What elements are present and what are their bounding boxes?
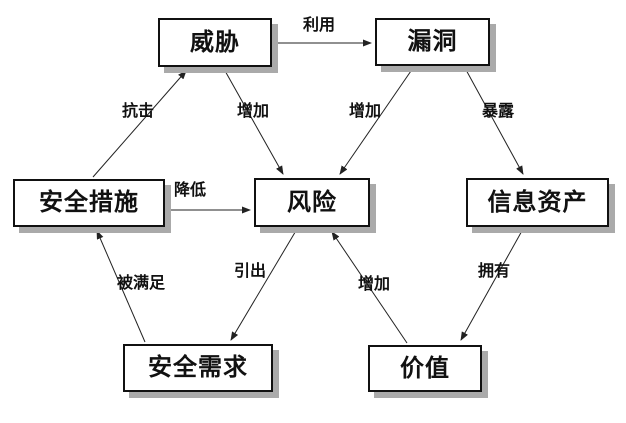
node-security-requirement-label: 安全需求: [148, 354, 248, 381]
node-vulnerability-label: 漏洞: [407, 28, 458, 55]
edge-label-reduce: 降低: [173, 182, 207, 199]
node-risk[interactable]: 风险: [254, 178, 370, 227]
edge-label-exploit: 利用: [302, 17, 336, 34]
node-safeguard-label: 安全措施: [39, 189, 139, 216]
node-value[interactable]: 价值: [368, 345, 482, 392]
edge-asset-has-value: [460, 228, 524, 341]
node-information-asset-label: 信息资产: [487, 188, 588, 216]
node-risk-label: 风险: [287, 188, 337, 216]
edge-safeguard-resists-threat: [92, 70, 187, 178]
edge-label-increase-threat: 增加: [236, 103, 270, 120]
edge-label-increase-vulnerability: 增加: [348, 103, 382, 120]
node-security-requirement[interactable]: 安全需求: [123, 344, 273, 392]
node-information-asset[interactable]: 信息资产: [466, 178, 609, 227]
edge-risk-leads-to-requirement: [230, 228, 298, 341]
edge-label-satisfied-by: 被满足: [116, 275, 166, 292]
node-vulnerability[interactable]: 漏洞: [375, 18, 490, 66]
node-threat-label: 威胁: [190, 28, 240, 56]
edge-vulnerability-increases-risk: [339, 67, 414, 175]
edge-label-lead-to: 引出: [233, 263, 267, 280]
edge-requirement-satisfied-by-safeguard: [96, 230, 146, 343]
edge-vulnerability-exposes-asset: [464, 67, 524, 175]
node-threat[interactable]: 威胁: [158, 18, 272, 67]
edge-value-increases-risk: [331, 231, 408, 344]
node-value-label: 价值: [400, 354, 450, 382]
edge-label-expose: 暴露: [481, 103, 515, 120]
edge-label-own: 拥有: [477, 263, 511, 280]
edge-label-increase-value: 增加: [357, 276, 391, 293]
edge-label-resist: 抗击: [121, 103, 155, 120]
edge-threat-increases-risk: [223, 68, 284, 175]
node-safeguard[interactable]: 安全措施: [13, 179, 165, 227]
